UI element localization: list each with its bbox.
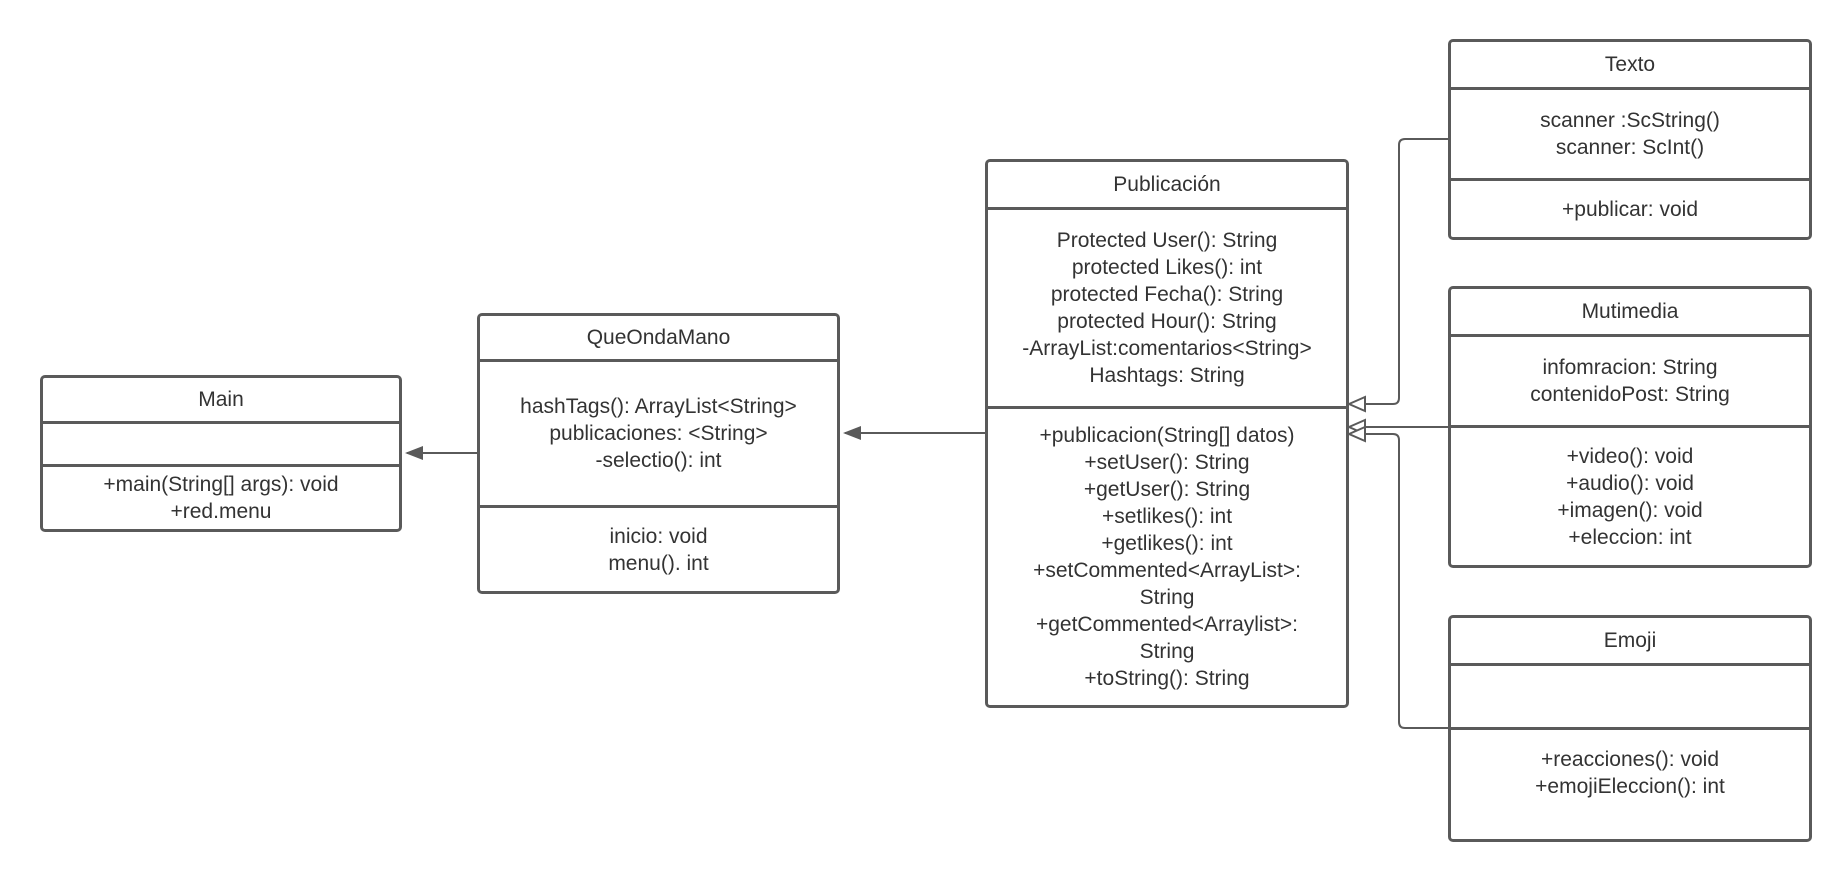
attributes-compartment [43, 421, 399, 464]
class-method: inicio: void [609, 524, 708, 548]
class-emoji[interactable]: Emoji +reacciones(): void +emojiEleccion(… [1448, 615, 1812, 842]
class-name: Texto [1604, 52, 1656, 76]
class-method: String [1139, 586, 1195, 609]
class-name-compartment: Main [43, 378, 399, 421]
class-publicacion[interactable]: Publicación Protected User(): String prot… [985, 159, 1349, 708]
class-attribute: protected Likes(): int [1071, 256, 1263, 279]
class-method: +video(): void [1566, 444, 1694, 468]
class-name: Publicación [1113, 172, 1221, 196]
class-attribute: infomracion: String [1542, 356, 1718, 379]
class-name: Mutimedia [1581, 299, 1679, 323]
class-attribute: scanner :ScString() [1540, 109, 1720, 132]
methods-compartment: +reacciones(): void +emojiEleccion(): int [1451, 727, 1809, 839]
class-attribute: protected Fecha(): String [1050, 283, 1284, 306]
class-attribute: publicaciones: <String> [549, 422, 768, 445]
class-method: String [1139, 640, 1195, 663]
attributes-compartment: hashTags(): ArrayList<String> publicacion… [480, 359, 837, 505]
methods-compartment: +publicar: void [1451, 178, 1809, 237]
class-name-compartment: Mutimedia [1451, 289, 1809, 334]
methods-compartment: +publicacion(String[] datos) +setUser(): … [988, 406, 1346, 705]
class-attribute: Hashtags: String [1089, 364, 1245, 387]
attributes-compartment [1451, 663, 1809, 727]
attributes-compartment: scanner :ScString() scanner: ScInt() [1451, 87, 1809, 178]
class-method: +getlikes(): int [1101, 532, 1233, 555]
methods-compartment: +main(String[] args): void +red.menu [43, 464, 399, 529]
class-attribute: scanner: ScInt() [1555, 136, 1705, 159]
association-publicacion-queondamano [843, 426, 986, 440]
class-method: +red.menu [170, 500, 272, 523]
class-method: menu(). int [608, 551, 709, 575]
class-main[interactable]: Main +main(String[] args): void +red.menu [40, 375, 402, 532]
class-method: +eleccion: int [1568, 525, 1692, 549]
class-method: +setlikes(): int [1101, 505, 1233, 528]
inheritance-emoji-publicacion [1346, 425, 1450, 729]
class-method: +toString(): String [1084, 667, 1250, 690]
class-method: +reacciones(): void [1541, 748, 1719, 771]
class-name-compartment: QueOndaMano [480, 316, 837, 359]
class-attribute: Protected User(): String [1056, 229, 1278, 252]
class-name: QueOndaMano [586, 325, 731, 349]
class-name: Emoji [1603, 628, 1657, 652]
class-attribute: -selectio(): int [595, 449, 722, 472]
class-attribute: -ArrayList:comentarios<String> [1022, 337, 1312, 360]
methods-compartment: inicio: void menu(). int [480, 505, 837, 591]
class-method: +setUser(): String [1084, 451, 1250, 474]
class-method: +publicacion(String[] datos) [1039, 424, 1295, 447]
methods-compartment: +video(): void +audio(): void +imagen(): v… [1451, 425, 1809, 565]
attributes-compartment: Protected User(): String protected Likes(… [988, 207, 1346, 406]
attributes-compartment: infomracion: String contenidoPost: String [1451, 334, 1809, 425]
class-method: +emojiEleccion(): int [1535, 775, 1725, 798]
inheritance-texto-publicacion [1346, 138, 1450, 413]
association-queondamano-main [405, 446, 478, 460]
class-method: +publicar: void [1562, 197, 1698, 221]
class-name-compartment: Emoji [1451, 618, 1809, 663]
class-method: +setCommented<ArrayList>: [1033, 559, 1301, 582]
class-texto[interactable]: Texto scanner :ScString() scanner: ScInt(… [1448, 39, 1812, 240]
class-attribute: hashTags(): ArrayList<String> [520, 395, 797, 418]
class-method: +audio(): void [1566, 471, 1694, 495]
class-queondamano[interactable]: QueOndaMano hashTags(): ArrayList<String… [477, 313, 840, 594]
class-name-compartment: Texto [1451, 42, 1809, 87]
class-name-compartment: Publicación [988, 162, 1346, 207]
class-attribute: protected Hour(): String [1057, 310, 1277, 333]
class-method: +getCommented<Arraylist>: [1035, 613, 1299, 636]
class-method: +main(String[] args): void [103, 473, 339, 496]
class-attribute: contenidoPost: String [1530, 383, 1730, 406]
class-method: +imagen(): void [1557, 498, 1703, 522]
class-method: +getUser(): String [1083, 478, 1251, 501]
class-mutimedia[interactable]: Mutimedia infomracion: String contenidoPo… [1448, 286, 1812, 568]
class-name: Main [198, 387, 244, 411]
